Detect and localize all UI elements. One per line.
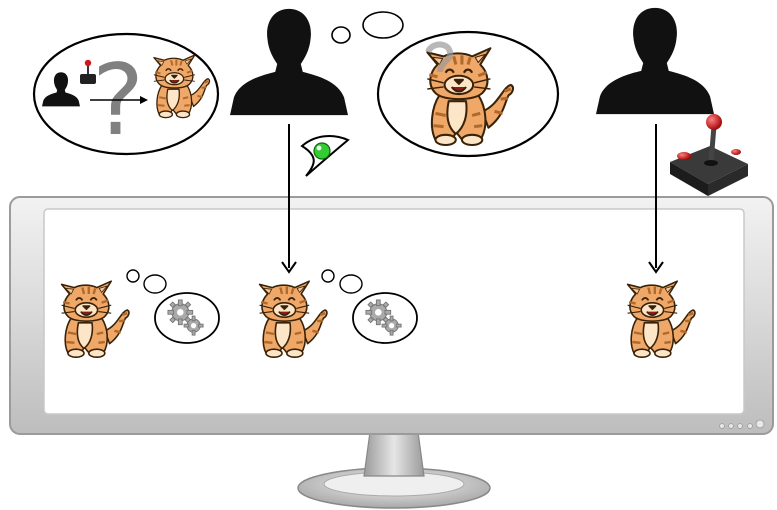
imagined-cat-bubble <box>378 32 558 156</box>
observer-person-icon <box>230 9 348 115</box>
gears-bubble-1 <box>155 293 219 343</box>
thought-dot-small <box>332 27 350 43</box>
question-mark: ? <box>92 44 144 158</box>
controller-person-icon <box>596 8 714 114</box>
gears-bubble-2 <box>353 293 417 343</box>
joystick-icon <box>670 114 748 196</box>
question-bubble: ? <box>34 34 218 158</box>
thought-dot-large <box>363 12 403 38</box>
monitor-stand <box>364 432 424 476</box>
eye-icon <box>302 136 348 176</box>
